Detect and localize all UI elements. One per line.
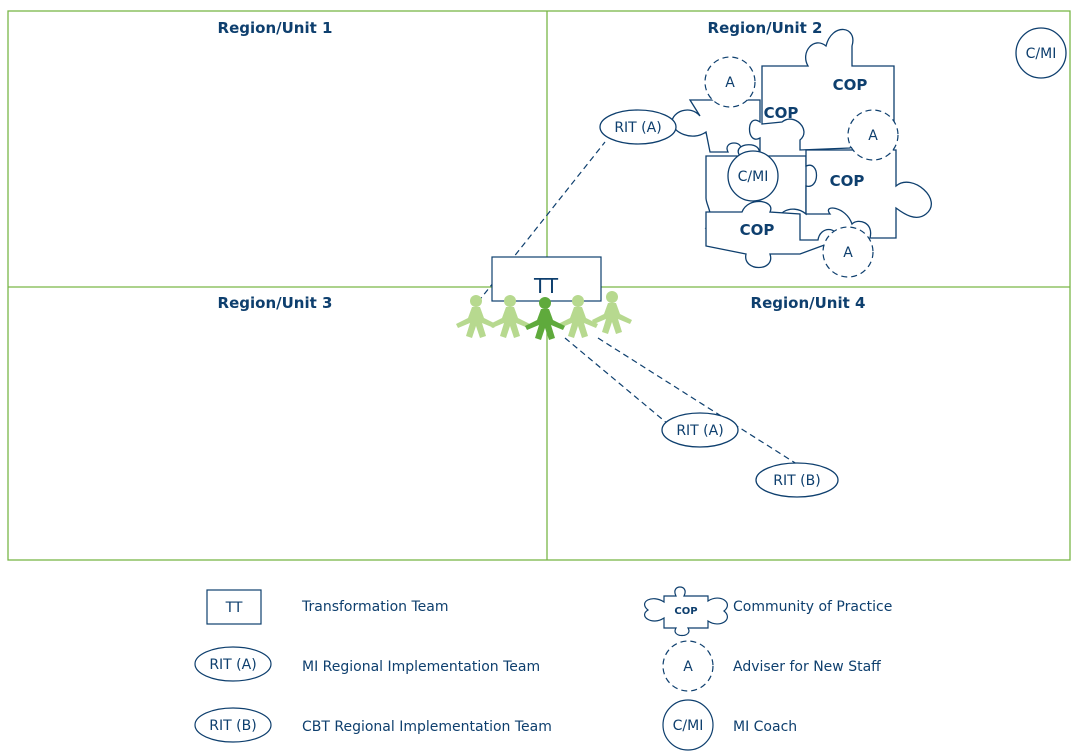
connector-tt-to-rit-a-bottom <box>564 337 669 425</box>
adviser-label-1: A <box>725 75 735 91</box>
legend-cop-symbol: COP <box>674 606 697 617</box>
cop-label-3: COP <box>830 172 865 190</box>
adviser-label-2: A <box>868 128 878 144</box>
adviser-circle-2 <box>847 109 899 161</box>
legend-rit-a-symbol-oval <box>194 646 272 682</box>
person-figure-3-leader <box>525 297 565 340</box>
legend-adviser-label: Adviser for New Staff <box>733 659 881 675</box>
rit-a-bottom-oval <box>661 412 739 448</box>
person-figure-5 <box>592 291 632 334</box>
region-4-title: Region/Unit 4 <box>751 294 866 312</box>
legend-coach-symbol: C/MI <box>673 718 704 734</box>
legend-coach-label: MI Coach <box>733 719 797 735</box>
legend-rit-b-symbol-oval <box>194 707 272 743</box>
cop-label-4: COP <box>740 221 775 239</box>
rit-a-top-oval <box>599 109 677 145</box>
legend-tt-symbol-box <box>206 589 262 625</box>
region-1-title: Region/Unit 1 <box>218 19 333 37</box>
legend-rit-a-label: MI Regional Implementation Team <box>302 659 540 675</box>
person-figure-1 <box>456 295 496 338</box>
transformation-team-label: TT <box>533 274 559 298</box>
person-figure-2 <box>490 295 530 338</box>
cop-label-1: COP <box>833 76 868 94</box>
legend-coach-circle <box>662 699 714 751</box>
transformation-team-box <box>491 256 602 302</box>
region-3-title: Region/Unit 3 <box>218 294 333 312</box>
coach-label-corner: C/MI <box>1026 46 1057 62</box>
adviser-label-3: A <box>843 245 853 261</box>
rit-b-label: RIT (B) <box>773 473 820 489</box>
legend-rit-a-symbol: RIT (A) <box>209 657 256 673</box>
adviser-circle-3 <box>822 226 874 278</box>
legend-tt-label: Transformation Team <box>301 599 449 615</box>
legend-rit-b-symbol: RIT (B) <box>209 718 256 734</box>
person-figure-4 <box>558 295 598 338</box>
people-chain <box>456 291 632 340</box>
coach-circle-puzzle <box>727 150 779 202</box>
legend-adviser-circle <box>662 640 714 692</box>
puzzle-piece-lower-left <box>705 200 839 268</box>
rit-a-bottom-label: RIT (A) <box>676 423 723 439</box>
adviser-circle-1 <box>704 56 756 108</box>
legend: TT Transformation Team RIT (A) MI Region… <box>194 586 892 751</box>
rit-b-oval <box>755 462 839 498</box>
rit-a-top-label: RIT (A) <box>614 120 661 136</box>
legend-cop-puzzle-icon <box>643 586 728 637</box>
legend-tt-symbol: TT <box>225 600 243 616</box>
puzzle-piece-middle-right <box>805 149 932 239</box>
legend-rit-b-label: CBT Regional Implementation Team <box>302 719 552 735</box>
coach-circle-corner <box>1015 27 1067 79</box>
legend-adviser-symbol: A <box>683 659 693 675</box>
cop-label-2: COP <box>764 104 799 122</box>
legend-cop-label: Community of Practice <box>733 599 892 615</box>
region-frame <box>7 10 1071 561</box>
region-2-title: Region/Unit 2 <box>708 19 823 37</box>
coach-label-puzzle: C/MI <box>738 169 769 185</box>
